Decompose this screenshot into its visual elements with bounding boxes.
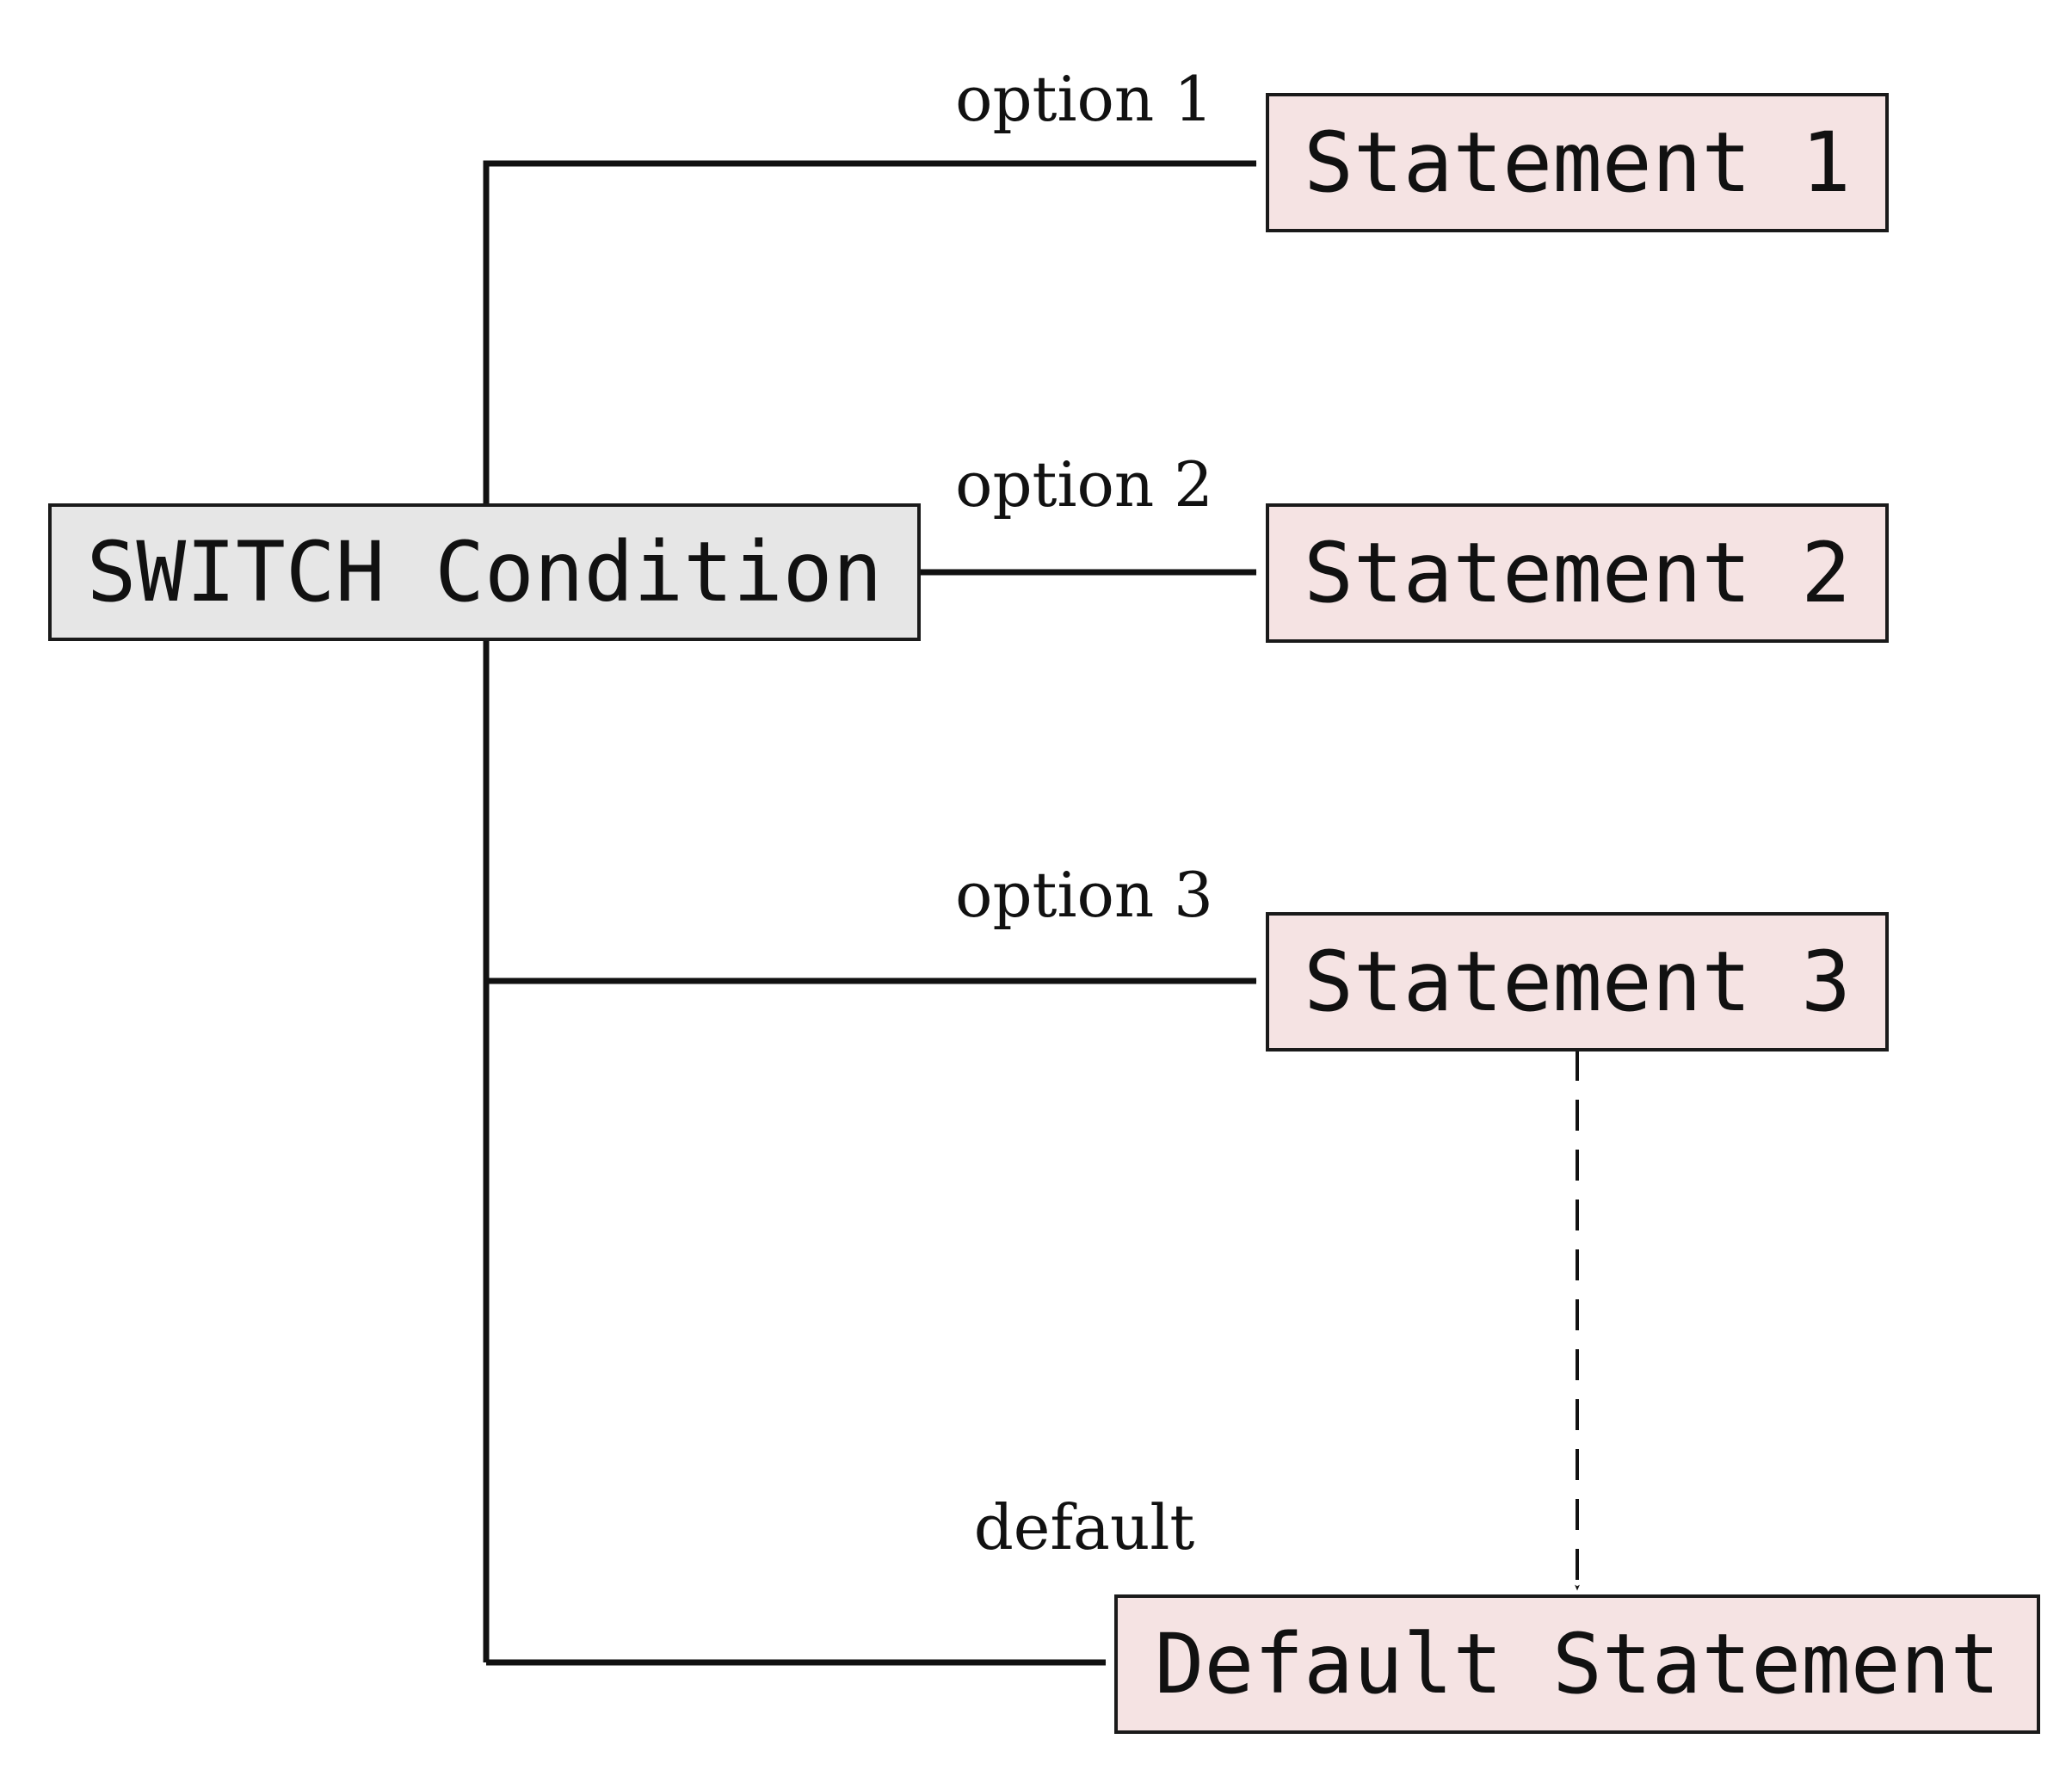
statement-2-box [1266,503,1889,643]
statement-2-label: Statement 2 [1304,525,1851,621]
default-statement-label: Default Statement [1155,1616,2001,1712]
switch-condition-label: SWITCH Condition [87,524,883,620]
label-option-2: option 2 [955,448,1213,521]
node-statement-3: Statement 3 [1266,912,1889,1052]
label-option-1: option 1 [955,63,1213,135]
statement-1-box [1266,93,1889,232]
statement-1-label: Statement 1 [1304,114,1851,211]
edge-option-1 [483,160,1257,505]
label-default: default [974,1491,1195,1563]
edges [483,160,1580,1666]
node-default-statement: Default Statement [1114,1594,2040,1734]
edge-labels: option 1 option 2 option 3 default [955,63,1213,1563]
node-switch-condition: SWITCH Condition [48,503,921,641]
statement-3-label: Statement 3 [1304,934,1851,1030]
default-statement-box [1114,1594,2040,1734]
switch-condition-box [48,503,921,641]
node-statement-1: Statement 1 [1266,93,1889,232]
node-statement-2: Statement 2 [1266,503,1889,643]
label-option-3: option 3 [955,859,1213,931]
statement-3-box [1266,912,1889,1052]
